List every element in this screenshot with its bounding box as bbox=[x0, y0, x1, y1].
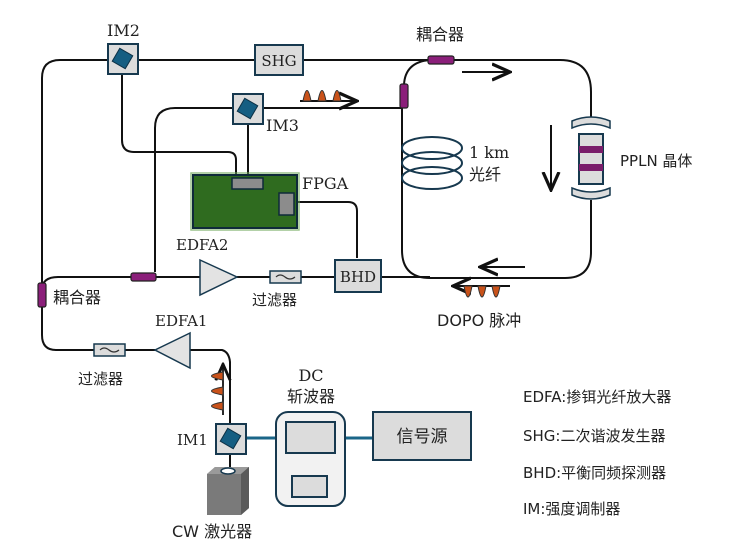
filter-2-label: 过滤器 bbox=[252, 291, 297, 309]
dopo-label: DOPO 脉冲 bbox=[437, 311, 521, 330]
dc-chopper-label-line1: DC bbox=[298, 366, 323, 385]
coupler-top-label: 耦合器 bbox=[416, 25, 464, 44]
coupler-left bbox=[37, 282, 47, 308]
ppln-crystal bbox=[571, 116, 611, 200]
fpga-board bbox=[190, 172, 300, 231]
fiber-spool-icon bbox=[401, 136, 463, 190]
edfa1-label: EDFA1 bbox=[155, 312, 207, 330]
shg-box bbox=[254, 44, 304, 76]
im1-modulator bbox=[215, 423, 247, 455]
modulator-diamond-icon bbox=[219, 427, 242, 450]
im2-modulator bbox=[107, 43, 139, 75]
im3-modulator bbox=[232, 93, 264, 125]
fiber-length-label: 1 km bbox=[469, 143, 509, 162]
im2-label: IM2 bbox=[107, 21, 140, 40]
fiber-im3-line bbox=[154, 107, 402, 272]
seed-pulses-icon bbox=[211, 366, 224, 415]
dopo-pulses-icon bbox=[455, 286, 510, 298]
fiber-edfa1-row bbox=[125, 349, 231, 425]
fiber-name-label: 光纤 bbox=[469, 165, 501, 184]
wire-im2-fpga bbox=[121, 74, 237, 178]
legend-item: BHD:平衡同频探测器 bbox=[523, 464, 666, 482]
legend-item: IM:强度调制器 bbox=[523, 500, 620, 518]
im1-label: IM1 bbox=[177, 431, 208, 449]
fiber-ring bbox=[401, 59, 592, 279]
edfa2-amplifier-icon bbox=[199, 258, 239, 297]
fiber-coupler-branch bbox=[403, 59, 431, 86]
modulator-diamond-icon bbox=[236, 97, 259, 120]
coupler-left-label: 耦合器 bbox=[53, 288, 101, 307]
filter-1-label: 过滤器 bbox=[78, 370, 123, 388]
mirror-bottom-icon bbox=[571, 186, 611, 200]
coupler-top bbox=[427, 55, 455, 65]
legend-item: EDFA:掺铒光纤放大器 bbox=[523, 388, 671, 406]
wire-fpga-bhd bbox=[294, 201, 358, 258]
mirror-top-icon bbox=[571, 116, 611, 130]
coupler-side bbox=[399, 83, 409, 109]
filter-2-icon bbox=[269, 270, 302, 284]
legend-item: SHG:二次谐波发生器 bbox=[523, 427, 665, 445]
edfa2-label: EDFA2 bbox=[176, 236, 228, 254]
fiber-top-left-loop bbox=[41, 59, 108, 351]
coupler-edfa2 bbox=[130, 272, 157, 282]
legend: EDFA:掺铒光纤放大器 SHG:二次谐波发生器 BHD:平衡同频探测器 IM:… bbox=[523, 388, 671, 518]
bhd-box bbox=[334, 259, 382, 293]
signal-source-label: 信号源 bbox=[397, 427, 448, 447]
cw-laser-label: CW 激光器 bbox=[172, 522, 252, 541]
pump-pulses-icon bbox=[300, 90, 355, 102]
signal-source-box bbox=[372, 411, 472, 461]
bhd-label: BHD bbox=[340, 268, 376, 286]
dc-chopper-label-line2: 斩波器 bbox=[287, 387, 335, 406]
im3-label: IM3 bbox=[266, 116, 299, 135]
edfa1-amplifier-icon bbox=[153, 331, 191, 370]
fiber-edfa2-row bbox=[41, 276, 430, 291]
filter-1-icon bbox=[93, 343, 126, 357]
cw-laser-icon bbox=[207, 467, 249, 515]
dc-chopper-box bbox=[275, 411, 346, 507]
shg-label: SHG bbox=[261, 52, 296, 70]
ppln-label: PPLN 晶体 bbox=[620, 152, 692, 170]
modulator-diamond-icon bbox=[111, 47, 134, 70]
fpga-label: FPGA bbox=[302, 174, 349, 193]
